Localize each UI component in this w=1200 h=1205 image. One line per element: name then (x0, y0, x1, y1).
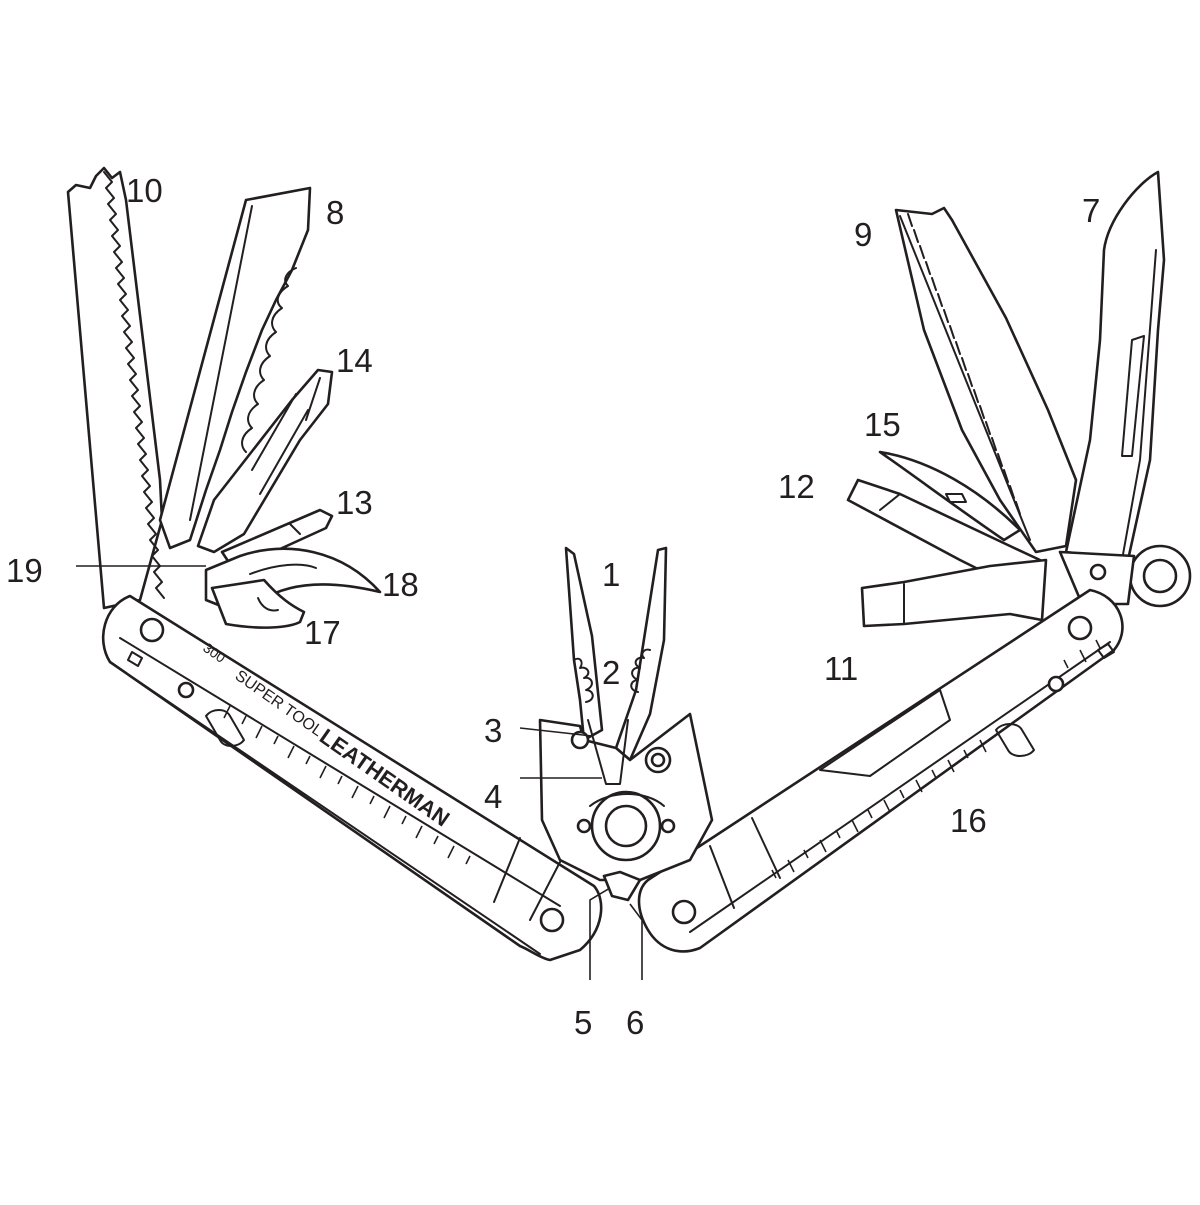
callout-2: 2 (602, 654, 620, 691)
medium-screwdriver (860, 558, 1048, 628)
callout-14: 14 (336, 342, 373, 379)
phillips-screwdriver (196, 368, 334, 554)
left-handle (101, 594, 603, 962)
leader-lines (76, 565, 643, 980)
right-handle (637, 588, 1124, 953)
callout-18: 18 (382, 566, 419, 603)
callout-12: 12 (778, 468, 815, 505)
callout-1: 1 (602, 556, 620, 593)
callout-10: 10 (126, 172, 163, 209)
knife-blade (1064, 170, 1166, 562)
scissors (878, 450, 1022, 542)
pivot-plate (1058, 550, 1136, 606)
callout-numbers: 1 2 3 4 5 6 7 8 9 10 11 12 13 14 15 16 1… (6, 172, 1100, 1041)
pliers (538, 546, 714, 902)
callout-16: 16 (950, 802, 987, 839)
callout-15: 15 (864, 406, 901, 443)
file-saw (894, 206, 1078, 554)
callout-11: 11 (824, 650, 858, 687)
callout-8: 8 (326, 194, 344, 231)
lanyard-ring (1128, 544, 1192, 608)
callout-9: 9 (854, 216, 872, 253)
right-ruler-ticks (771, 639, 1101, 879)
callout-3: 3 (484, 712, 502, 749)
callout-5: 5 (574, 1004, 592, 1041)
callout-17: 17 (304, 614, 341, 651)
bottle-opener (210, 578, 306, 629)
saw-blade (66, 166, 165, 610)
callout-4: 4 (484, 778, 502, 815)
callout-7: 7 (1082, 192, 1100, 229)
callout-19: 19 (6, 552, 43, 589)
callout-13: 13 (336, 484, 373, 521)
callout-6: 6 (626, 1004, 644, 1041)
serrated-blade (158, 186, 312, 550)
